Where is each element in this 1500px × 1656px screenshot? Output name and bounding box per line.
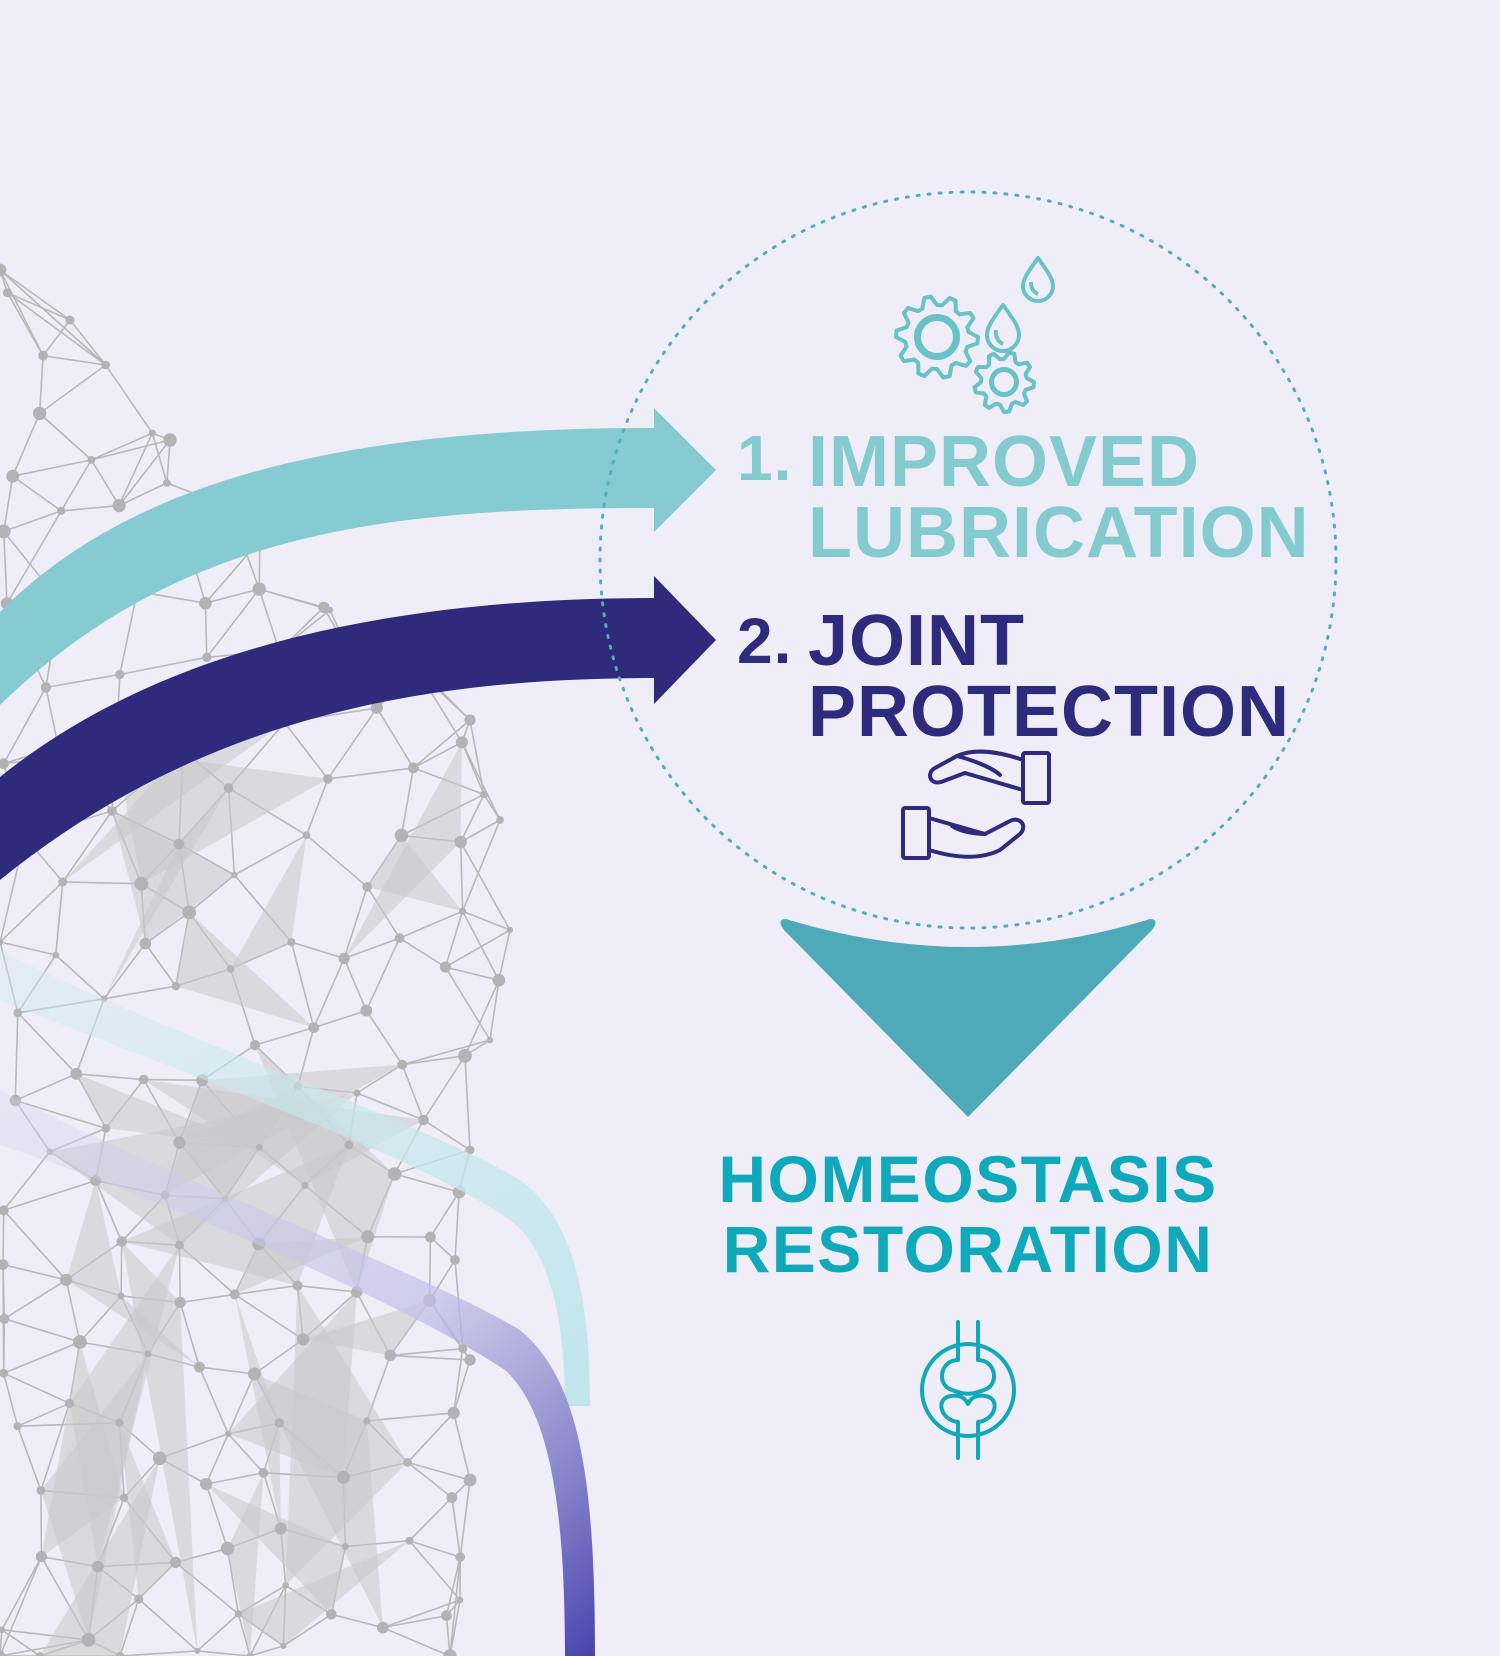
protection-arrow [0,576,716,880]
dotted-circle [598,190,1338,930]
protecting-hands-icon [901,749,1051,860]
step-2-number: 2. [737,605,793,677]
step-1-number: 1. [737,422,793,494]
purple-ribbon-band [0,1090,595,1656]
step-1-line1: IMPROVED [808,422,1201,502]
result-line2: RESTORATION [722,1212,1214,1286]
step-2-line1: JOINT [808,601,1026,681]
gears-drops-icon [894,256,1055,414]
result-down-arrow [780,919,1156,1117]
knee-mesh-illustration [0,263,514,1656]
result-line1: HOMEOSTASIS [718,1142,1218,1216]
light-ribbon-band [0,950,590,1406]
step-2-line2: PROTECTION [808,672,1291,752]
knee-joint-icon [920,1320,1016,1460]
step-1-line2: LUBRICATION [808,493,1310,573]
lubrication-arrow [0,408,716,705]
